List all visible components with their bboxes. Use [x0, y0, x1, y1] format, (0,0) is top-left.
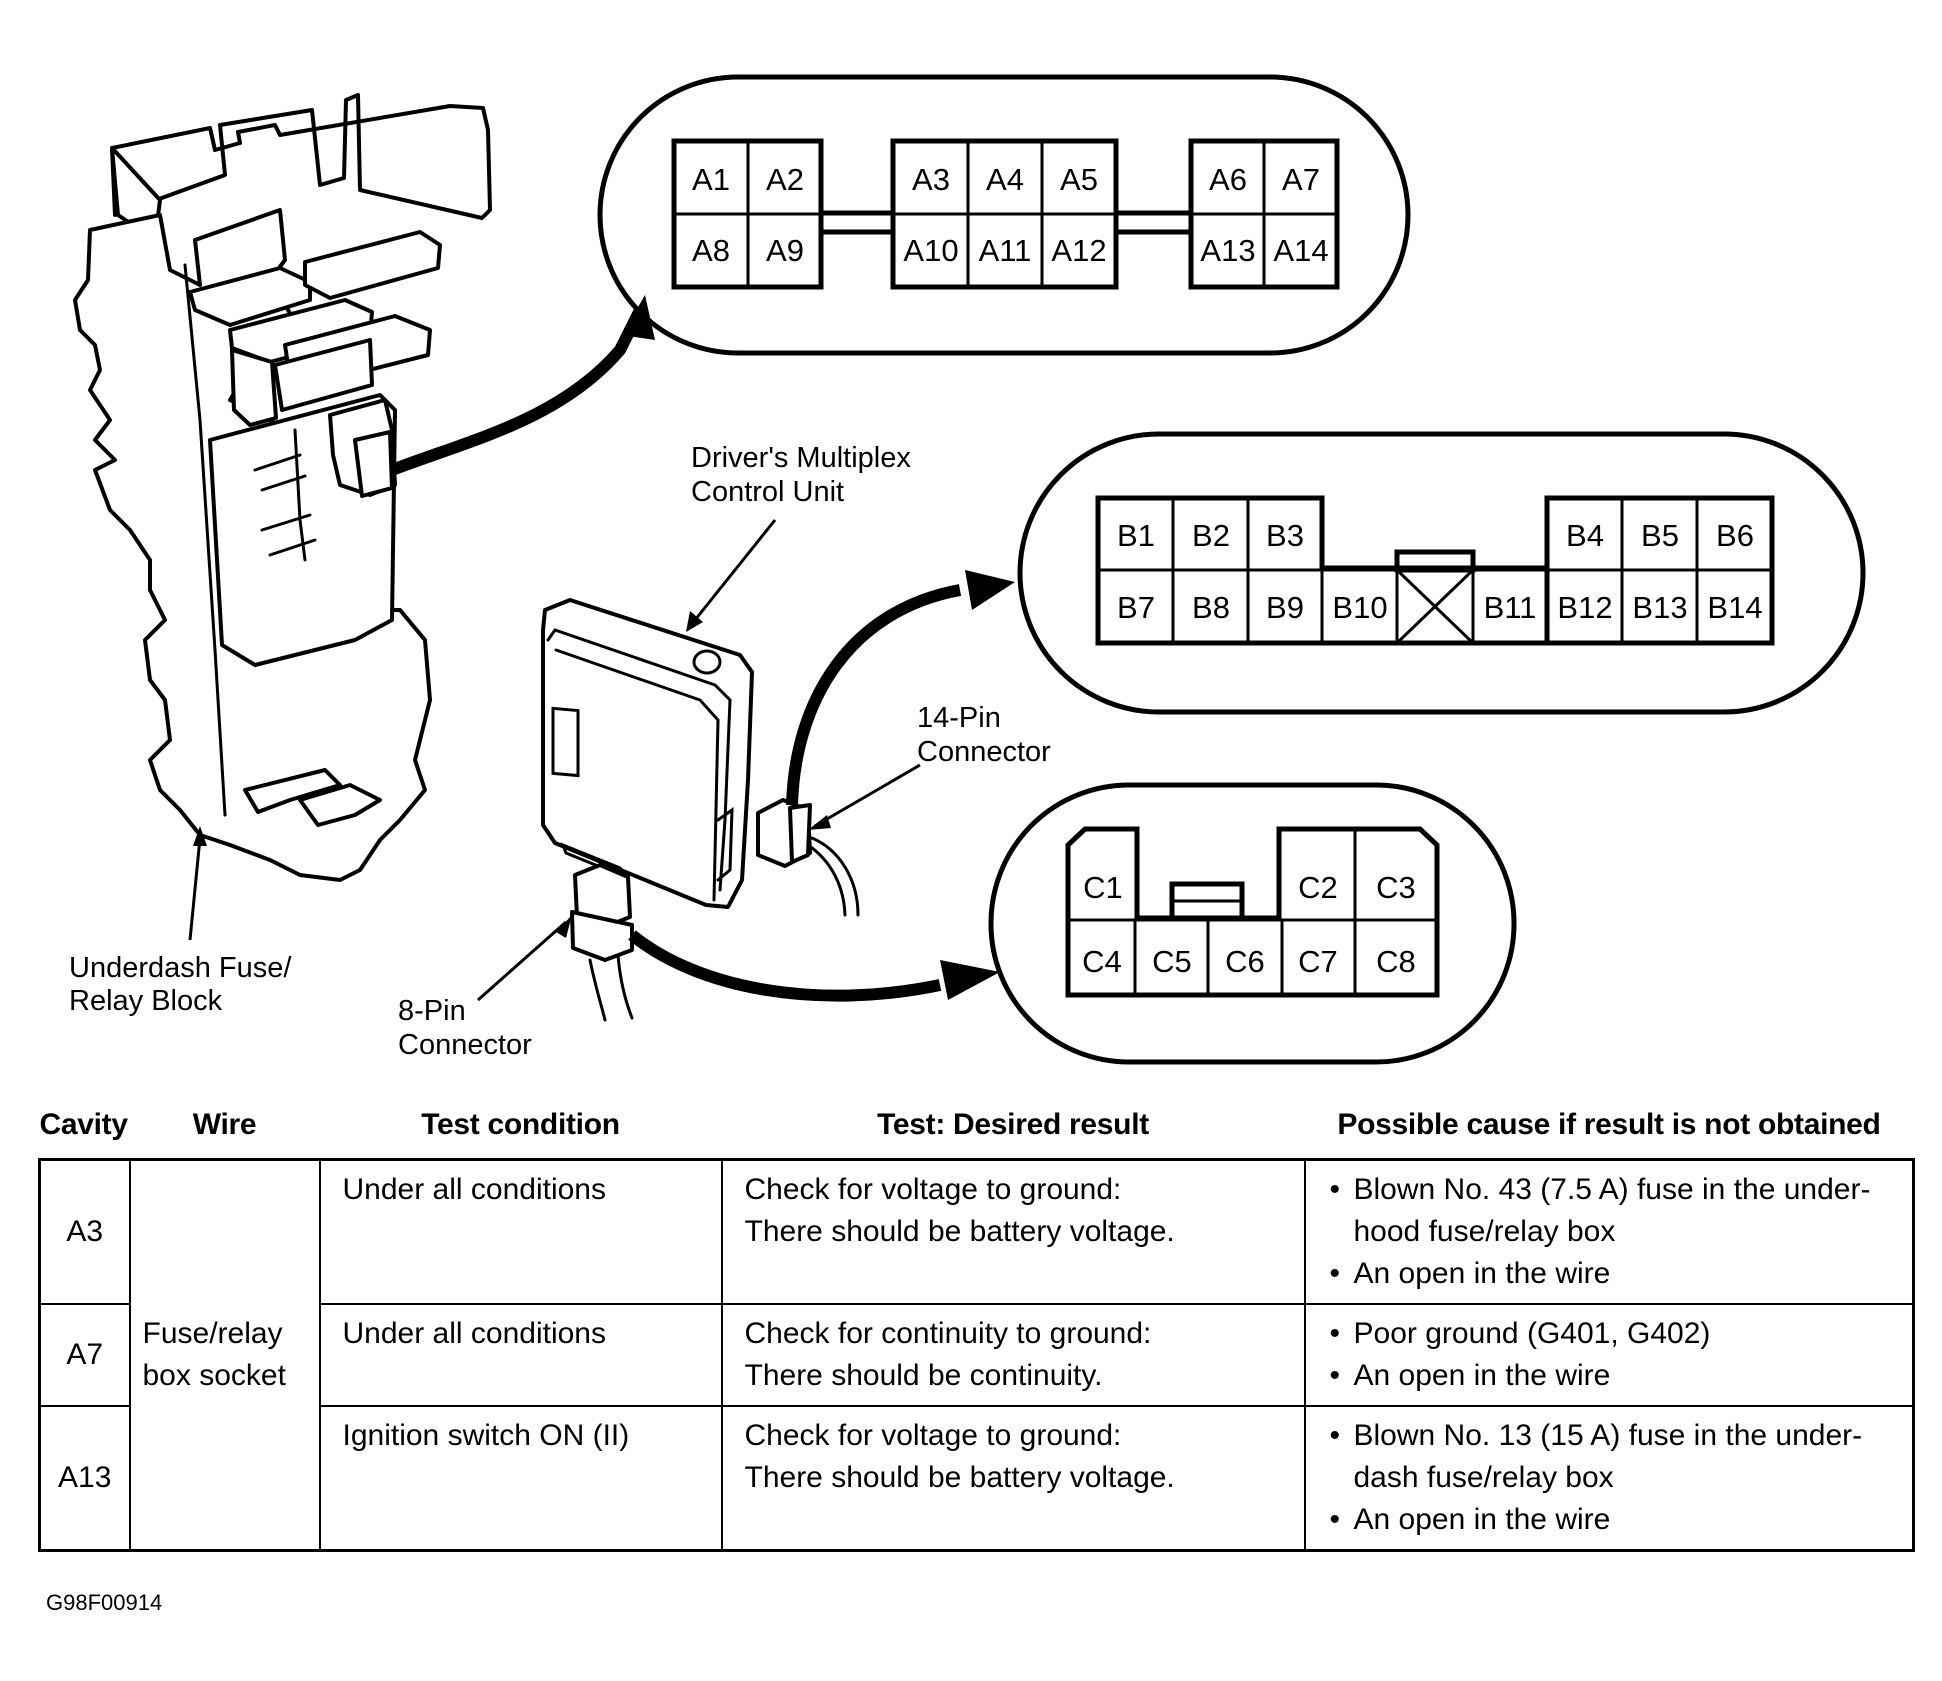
pin-label-a12: A12 — [1051, 233, 1106, 268]
table-row: A3 Fuse/relay box socket Under all condi… — [38, 1158, 1915, 1552]
cause-item: An open in the wire — [1328, 1355, 1891, 1397]
pin-label-c2: C2 — [1298, 870, 1338, 905]
pin-label-a1: A1 — [692, 162, 730, 197]
8-pin-connector-plug — [477, 863, 1000, 1022]
pin-label-b3: B3 — [1266, 518, 1304, 553]
pin-label-b8: B8 — [1192, 590, 1230, 625]
pin-label-a6: A6 — [1209, 162, 1247, 197]
callout-14-pin-connector: 14-Pin Connector — [917, 702, 1051, 768]
cause-cell: Blown No. 43 (7.5 A) fuse in the under-h… — [1303, 1158, 1915, 1305]
cavity-cell: A7 — [38, 1303, 131, 1407]
pin-label-a8: A8 — [692, 233, 730, 268]
pin-label-b11: B11 — [1484, 590, 1537, 625]
header-test-condition: Test condition — [421, 1108, 620, 1141]
pin-label-c4: C4 — [1082, 944, 1122, 979]
cause-item: An open in the wire — [1328, 1499, 1891, 1541]
pin-label-a5: A5 — [1060, 162, 1098, 197]
cause-cell: Poor ground (G401, G402) An open in the … — [1303, 1303, 1915, 1407]
cavity-cell: A13 — [38, 1405, 131, 1552]
pin-label-b1: B1 — [1117, 518, 1155, 553]
result-cell: Check for voltage to ground: There shoul… — [720, 1405, 1306, 1552]
arrow-to-connector-a — [389, 307, 646, 476]
result-cell: Check for voltage to ground: There shoul… — [720, 1158, 1306, 1305]
pin-label-b13: B13 — [1632, 590, 1687, 625]
condition-cell: Under all conditions — [318, 1158, 723, 1305]
figure-id: G98F00914 — [46, 1590, 163, 1615]
callout-control-unit: Driver's Multiplex Control Unit — [691, 442, 919, 508]
14-pin-connector-plug — [756, 570, 1015, 917]
fuse-relay-block-illustration — [73, 93, 600, 941]
condition-cell: Under all conditions — [318, 1303, 723, 1407]
pin-label-b12: B12 — [1557, 590, 1612, 625]
pin-label-b14: B14 — [1707, 590, 1762, 625]
cause-cell: Blown No. 13 (15 A) fuse in the under-da… — [1303, 1405, 1915, 1552]
pin-label-a4: A4 — [986, 162, 1024, 197]
pin-label-b2: B2 — [1192, 518, 1230, 553]
table-header-row: Cavity Wire Test condition Test: Desired… — [40, 1108, 1914, 1160]
multiplex-control-unit-illustration — [541, 519, 777, 909]
pin-label-a13: A13 — [1200, 233, 1255, 268]
arrow-head-a — [622, 295, 655, 340]
cavity-cell: A3 — [38, 1158, 131, 1305]
condition-cell: Ignition switch ON (II) — [318, 1405, 723, 1552]
cause-item: Blown No. 43 (7.5 A) fuse in the under-h… — [1328, 1169, 1891, 1253]
cavity-test-table-wrapper: Cavity Wire Test condition Test: Desired… — [38, 1108, 1915, 1552]
pin-label-c7: C7 — [1298, 944, 1338, 979]
pin-label-a7: A7 — [1282, 162, 1320, 197]
header-desired-result: Test: Desired result — [877, 1108, 1149, 1141]
header-cavity: Cavity — [39, 1108, 129, 1141]
cavity-test-table: Cavity Wire Test condition Test: Desired… — [38, 1108, 1915, 1552]
header-possible-cause: Possible cause if result is not obtained — [1337, 1108, 1881, 1141]
pin-label-b10: B10 — [1332, 590, 1387, 625]
pin-label-a14: A14 — [1273, 233, 1328, 268]
pin-label-a3: A3 — [912, 162, 950, 197]
wire-cell: Fuse/relay box socket — [128, 1158, 321, 1552]
pin-label-c6: C6 — [1225, 944, 1265, 979]
table-row: A13 Ignition switch ON (II) Check for vo… — [38, 1405, 1915, 1552]
table-row: A7 Under all conditions Check for contin… — [38, 1303, 1915, 1407]
pin-label-c5: C5 — [1152, 944, 1192, 979]
callout-fuse-relay-block: Underdash Fuse/ Relay Block — [69, 952, 300, 1017]
pin-label-c1: C1 — [1083, 870, 1123, 905]
callout-8-pin-connector: 8-Pin Connector — [398, 995, 532, 1061]
pin-label-b6: B6 — [1716, 518, 1754, 553]
pin-label-a9: A9 — [766, 233, 804, 268]
pin-label-b9: B9 — [1266, 590, 1304, 625]
pin-label-b4: B4 — [1566, 518, 1604, 553]
cause-item: Blown No. 13 (15 A) fuse in the under-da… — [1328, 1415, 1891, 1499]
pin-label-a2: A2 — [766, 162, 804, 197]
cause-item: Poor ground (G401, G402) — [1328, 1313, 1891, 1355]
pin-label-b7: B7 — [1117, 590, 1155, 625]
result-cell: Check for continuity to ground: There sh… — [720, 1303, 1306, 1407]
cause-item: An open in the wire — [1328, 1253, 1891, 1295]
pin-label-c3: C3 — [1376, 870, 1416, 905]
pin-label-b5: B5 — [1641, 518, 1679, 553]
pin-label-a10: A10 — [903, 233, 958, 268]
pin-label-a11: A11 — [979, 233, 1032, 268]
pin-label-c8: C8 — [1376, 944, 1416, 979]
header-wire: Wire — [192, 1108, 257, 1141]
